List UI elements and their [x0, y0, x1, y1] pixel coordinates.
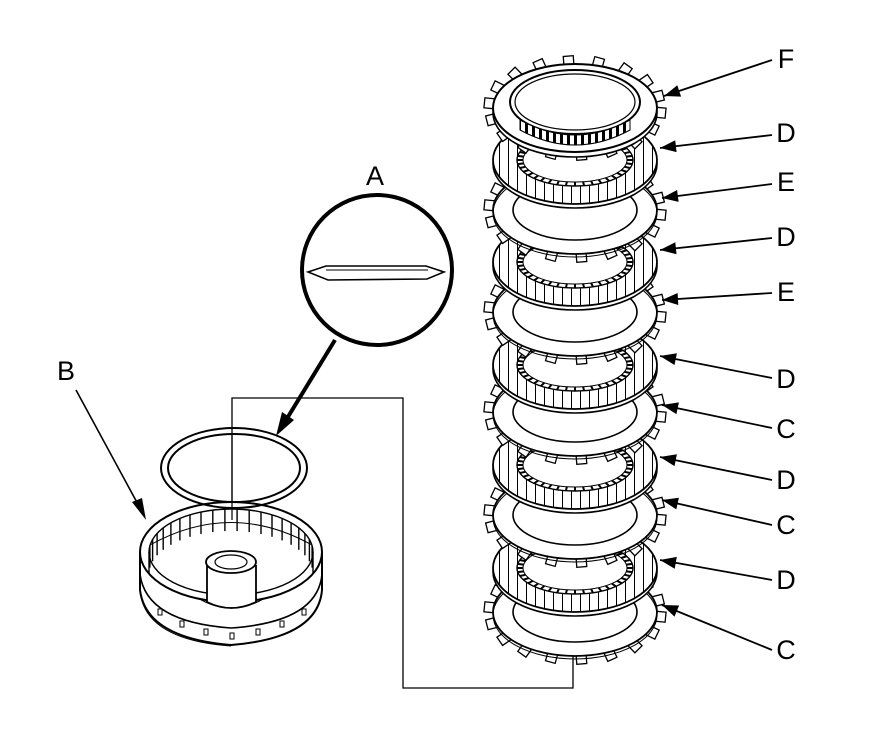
label-d-2: D — [776, 222, 796, 252]
callout-leader-4 — [661, 292, 773, 301]
label-c-2: C — [776, 510, 796, 540]
callout-b-arrowhead — [132, 498, 146, 520]
label-b: B — [57, 356, 75, 386]
detail-a-leader — [281, 338, 337, 427]
callout-arrowhead-5 — [660, 353, 677, 365]
label-d-4: D — [776, 465, 796, 495]
snap-ring — [160, 427, 308, 520]
callout-leader-0 — [663, 59, 773, 97]
callout-b-leader — [75, 389, 141, 509]
callout-arrowhead-4 — [662, 293, 679, 305]
detail-a-magnifier — [276, 193, 454, 436]
callout-arrowhead-1 — [660, 140, 677, 153]
callout-leader-9 — [659, 559, 773, 581]
callout-leader-6 — [661, 404, 773, 429]
callout-arrowhead-7 — [660, 454, 677, 467]
callout-leader-7 — [659, 456, 773, 481]
end-plate — [483, 55, 667, 161]
label-a: A — [366, 161, 384, 191]
callout-arrowhead-10 — [662, 605, 680, 617]
clutch-drum — [139, 501, 323, 647]
label-e-2: E — [777, 277, 795, 307]
callout-arrowhead-8 — [662, 497, 679, 510]
label-d-3: D — [776, 364, 796, 394]
callout-arrows — [659, 59, 773, 651]
callout-arrowhead-0 — [664, 85, 682, 97]
label-d-1: D — [776, 118, 796, 148]
snap-ring-cross-section — [305, 265, 447, 281]
clutch-pack-stack — [483, 55, 667, 665]
callout-arrowhead-3 — [660, 242, 677, 255]
detail-a-arrowhead — [276, 412, 294, 436]
callout-leader-8 — [661, 499, 773, 526]
callout-leader-1 — [659, 134, 773, 149]
label-f: F — [778, 44, 795, 74]
callout-arrowhead-9 — [660, 556, 677, 569]
callout-leader-5 — [659, 355, 773, 379]
label-c-1: C — [776, 414, 796, 444]
label-c-3: C — [776, 635, 796, 665]
callout-leader-3 — [659, 237, 773, 251]
assembly-connector-line — [231, 397, 574, 689]
label-e-1: E — [777, 167, 795, 197]
callout-arrowhead-2 — [662, 190, 679, 202]
callout-leader-2 — [661, 183, 773, 199]
label-d-5: D — [776, 565, 796, 595]
callout-leader-10 — [661, 604, 773, 651]
callout-arrowhead-6 — [662, 402, 679, 415]
